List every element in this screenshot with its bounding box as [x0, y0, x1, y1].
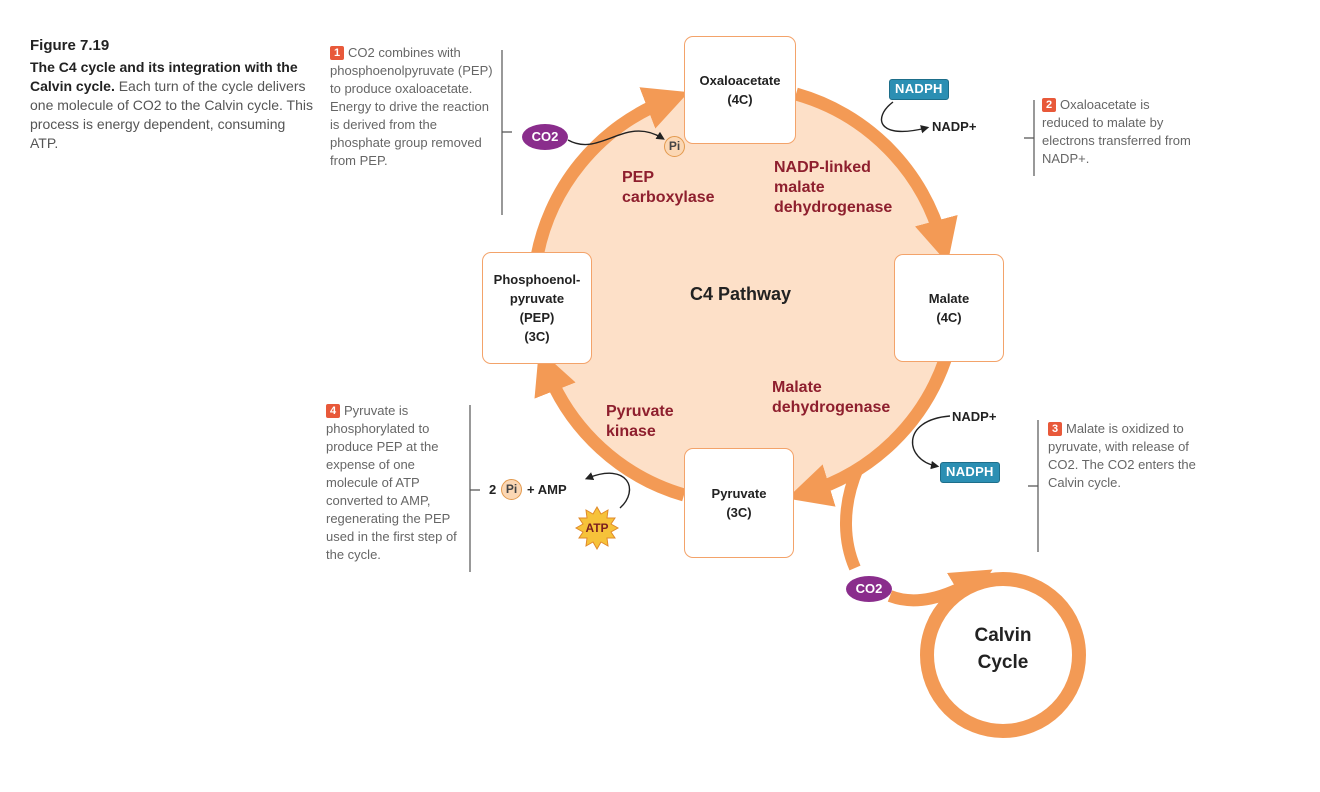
atp-burst — [574, 505, 620, 551]
step-text-2: Oxaloacetate is reduced to malate by ele… — [1042, 97, 1191, 166]
enzyme-nadp-malate-dehydrogenase: NADP-linked malate dehydrogenase — [774, 158, 892, 218]
amp-label: + AMP — [527, 482, 567, 497]
calvin-cycle-line1: Calvin — [974, 625, 1032, 646]
note2-brace — [1024, 100, 1035, 176]
enzyme-nadp-malate-dh-line2: malate — [774, 179, 825, 196]
pyruvate-carbons: (3C) — [726, 505, 752, 520]
malate-carbons: (4C) — [936, 310, 962, 325]
figure-label: Figure 7.19 — [30, 37, 110, 54]
enzyme-pyruvate-kinase: Pyruvate kinase — [606, 402, 674, 442]
enzyme-malate-dh-line2: dehydrogenase — [772, 399, 891, 416]
nadph-to-nadp-arrow — [881, 101, 930, 134]
arrow-pep-to-oxaloacetate — [529, 87, 689, 264]
step-number-2: 2 — [1042, 98, 1056, 112]
pi-badge-top: Pi — [664, 136, 685, 157]
cycle-fill — [537, 87, 953, 503]
figure-caption: Figure 7.19 The C4 cycle and its integra… — [30, 36, 315, 153]
branch-to-co2 — [840, 465, 864, 571]
step-text-1: CO2 combines with phosphoenolpyruvate (P… — [330, 45, 493, 168]
node-pep: Phosphoenol- pyruvate (PEP) (3C) — [482, 252, 592, 364]
nadph-badge-top: NADPH — [889, 79, 949, 100]
enzyme-pyruvate-kinase-line1: Pyruvate — [606, 403, 674, 420]
pi-count-left: 2 — [489, 482, 497, 497]
step-number-1: 1 — [330, 46, 344, 60]
pi-badge-left: Pi — [501, 479, 522, 500]
node-oxaloacetate: Oxaloacetate (4C) — [684, 36, 796, 144]
figure-title: The C4 cycle and its integration with th… — [30, 59, 298, 94]
enzyme-nadp-malate-dh-line1: NADP-linked — [774, 159, 871, 176]
pyruvate-label: Pyruvate — [711, 486, 767, 501]
atp-to-amp-arrow — [584, 472, 631, 509]
note4-brace — [469, 405, 480, 572]
calvin-cycle-line2: Cycle — [977, 652, 1029, 673]
enzyme-pep-carboxylase-line2: carboxylase — [622, 189, 715, 206]
node-pyruvate: Pyruvate (3C) — [684, 448, 794, 558]
enzyme-pep-carboxylase: PEP carboxylase — [622, 168, 715, 208]
co2-badge-top: CO2 — [522, 124, 568, 150]
nadp-label-top: NADP+ — [932, 119, 977, 134]
c4-pathway-title: C4 Pathway — [690, 284, 792, 304]
enzyme-malate-dh-line1: Malate — [772, 379, 822, 396]
oxaloacetate-carbons: (4C) — [727, 92, 753, 107]
pep-label-line1: Phosphoenol- — [493, 272, 581, 287]
co2-badge-bottom: CO2 — [846, 576, 892, 602]
pep-label-line2: pyruvate — [509, 291, 565, 306]
nadph-badge-bottom: NADPH — [940, 462, 1000, 483]
note3-brace — [1028, 420, 1039, 552]
step-text-4: Pyruvate is phosphorylated to produce PE… — [326, 403, 457, 562]
co2-to-pi-arrow — [567, 130, 665, 146]
oxaloacetate-label: Oxaloacetate — [699, 73, 781, 88]
enzyme-nadp-malate-dh-line3: dehydrogenase — [774, 199, 893, 216]
enzyme-pep-carboxylase-line1: PEP — [622, 169, 655, 186]
enzyme-malate-dehydrogenase: Malate dehydrogenase — [772, 378, 890, 418]
step-number-4: 4 — [326, 404, 340, 418]
note1-brace — [501, 50, 512, 215]
nadp-label-bottom: NADP+ — [952, 409, 997, 424]
arrow-oxaloacetate-to-malate — [794, 87, 958, 264]
arrow-pyruvate-to-pep — [534, 349, 686, 502]
atp-label: ATP — [585, 521, 609, 535]
malate-label: Malate — [928, 291, 970, 306]
node-malate: Malate (4C) — [894, 254, 1004, 362]
calvin-cycle-label: Calvin Cycle — [953, 622, 1053, 676]
figure-body: Each turn of the cycle delivers one mole… — [30, 78, 313, 151]
calvin-cycle-ring — [920, 572, 1086, 738]
arrow-malate-to-pyruvate — [786, 357, 952, 507]
pep-carbons: (3C) — [524, 329, 550, 344]
step-text-3: Malate is oxidized to pyruvate, with rel… — [1048, 421, 1196, 490]
step-number-3: 3 — [1048, 422, 1062, 436]
pep-label-line3: (PEP) — [519, 310, 555, 325]
nadp-to-nadph-arrow — [911, 415, 951, 470]
enzyme-pyruvate-kinase-line2: kinase — [606, 423, 656, 440]
